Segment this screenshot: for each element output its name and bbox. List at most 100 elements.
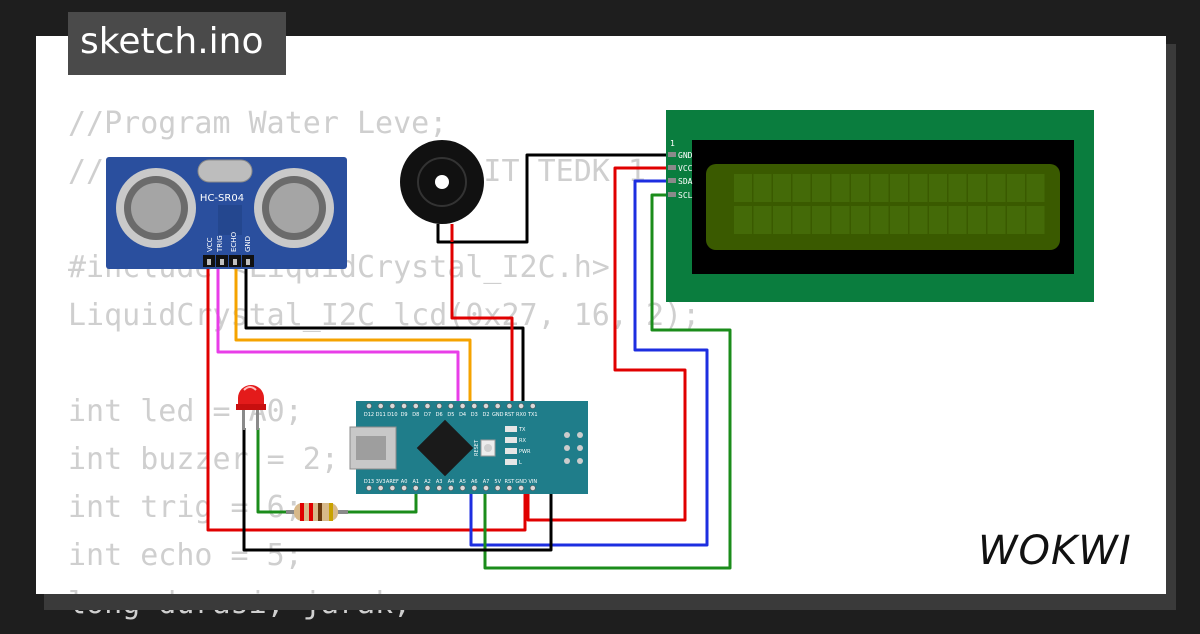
lcd-cell (753, 206, 772, 234)
lcd-cell (929, 174, 947, 202)
nano-pin[interactable] (483, 485, 489, 491)
nano-pin[interactable] (389, 403, 396, 409)
nano-pin[interactable] (447, 485, 454, 491)
lcd-cell (753, 174, 772, 202)
lcd-cell (831, 174, 850, 202)
nano-pin[interactable] (366, 485, 372, 491)
nano-pin[interactable] (424, 485, 431, 491)
nano-pin[interactable] (529, 485, 536, 491)
nano-pin-label: A3 (436, 479, 443, 485)
resistor-body (294, 503, 338, 521)
buzzer-hole (435, 175, 449, 189)
nano-pin[interactable] (494, 403, 501, 409)
project-title[interactable]: sketch.ino (80, 21, 264, 62)
lcd-character-cells (734, 174, 1045, 234)
nano-pin[interactable] (506, 485, 513, 491)
wire-sensor-echo[interactable] (234, 268, 472, 406)
lcd-cell (1026, 174, 1045, 202)
nano-pin-label: A7 (483, 479, 490, 485)
nano-pin[interactable] (494, 485, 501, 491)
nano-pin-label: A0 (401, 479, 408, 485)
title-tab (68, 12, 286, 75)
nano-pin[interactable] (412, 403, 419, 409)
lcd-cell (1026, 206, 1045, 234)
wire-sensor-vcc[interactable] (206, 268, 527, 532)
sensor-pin-label: TRIG (216, 235, 224, 253)
nano-pin[interactable] (377, 403, 384, 409)
wokwi-logo: WOKWI (978, 528, 1132, 574)
lcd-cell (1007, 174, 1025, 202)
nano-pin[interactable] (518, 403, 524, 409)
canvas-shadow-bottom (44, 594, 1176, 610)
nano-pin-label: A5 (459, 479, 466, 485)
nano-pin[interactable] (401, 485, 407, 491)
nano-pin[interactable] (529, 403, 536, 409)
wire-buzzer-positive[interactable] (450, 228, 514, 406)
nano-pin[interactable] (412, 485, 419, 491)
lcd-pin-label: VCC (678, 164, 693, 173)
nano-pin[interactable] (459, 485, 466, 491)
wire-lcd-sda[interactable] (469, 179, 709, 547)
wire-sensor-trig[interactable] (216, 268, 460, 406)
nano-pin-label: RX0 (516, 412, 526, 418)
nano-pin[interactable] (366, 403, 372, 409)
nano-pin[interactable] (518, 485, 524, 491)
nano-pin-label: A6 (471, 479, 478, 485)
wire-led-cathode[interactable] (242, 428, 553, 552)
lcd-cell (987, 206, 1006, 234)
wire-led-anode[interactable] (256, 428, 290, 514)
wire-resistor-a0[interactable] (345, 488, 418, 514)
nano-status-leds (505, 426, 517, 465)
led-dome (238, 385, 264, 406)
nano-pin[interactable] (401, 403, 407, 409)
nano-pin[interactable] (436, 485, 443, 491)
ultrasonic-sensor[interactable]: HC-SR04 VCC TRIG ECHO GND (106, 157, 347, 269)
nano-pin[interactable] (377, 485, 384, 491)
lcd-cell (812, 206, 830, 234)
nano-pin-label: D6 (436, 412, 443, 418)
wire-lcd-vcc[interactable] (526, 166, 687, 522)
lcd-cell (734, 174, 752, 202)
lcd-pin-number: 1 (670, 139, 675, 148)
lcd-pin-label: GND (678, 151, 693, 160)
wires (206, 153, 732, 570)
lcd-cell (851, 174, 869, 202)
lcd-cell (792, 174, 811, 202)
nano-pin-label: GND (492, 412, 504, 418)
nano-pin-label: D13 (364, 479, 374, 485)
code-line: int echo = 5; (68, 538, 303, 573)
wire-sensor-gnd[interactable] (244, 268, 525, 406)
nano-pin-label: D2 (482, 412, 489, 418)
nano-pin-label: D9 (401, 412, 408, 418)
lcd-cell (987, 174, 1006, 202)
nano-pin-label: D7 (424, 412, 431, 418)
nano-pin[interactable] (436, 403, 443, 409)
lcd-cell (792, 206, 811, 234)
nano-pin[interactable] (389, 485, 396, 491)
nano-pin-label: D12 (364, 412, 374, 418)
nano-pin[interactable] (424, 403, 431, 409)
buzzer[interactable] (400, 140, 484, 242)
nano-pin-label: D11 (376, 412, 386, 418)
lcd-cell (773, 206, 791, 234)
nano-pin[interactable] (471, 485, 478, 491)
nano-pin[interactable] (483, 403, 489, 409)
nano-led-label: L (519, 460, 522, 466)
nano-pin[interactable] (459, 403, 466, 409)
nano-pin-label: D3 (471, 412, 478, 418)
lcd-cell (851, 206, 869, 234)
code-line: //Program Water Leve; (68, 106, 448, 141)
lcd-display[interactable]: 1 GND VCC SDA SCL (666, 110, 1094, 302)
lcd-cell (812, 174, 830, 202)
nano-pin[interactable] (447, 403, 454, 409)
nano-pin[interactable] (471, 403, 478, 409)
sensor-crystal (197, 159, 253, 183)
lcd-cell (831, 206, 850, 234)
red-led[interactable] (236, 385, 266, 430)
lcd-cell (948, 206, 967, 234)
sensor-pin-label: GND (244, 236, 252, 252)
wire-lcd-scl[interactable] (483, 193, 732, 570)
resistor[interactable] (286, 503, 348, 521)
nano-pin[interactable] (506, 403, 513, 409)
